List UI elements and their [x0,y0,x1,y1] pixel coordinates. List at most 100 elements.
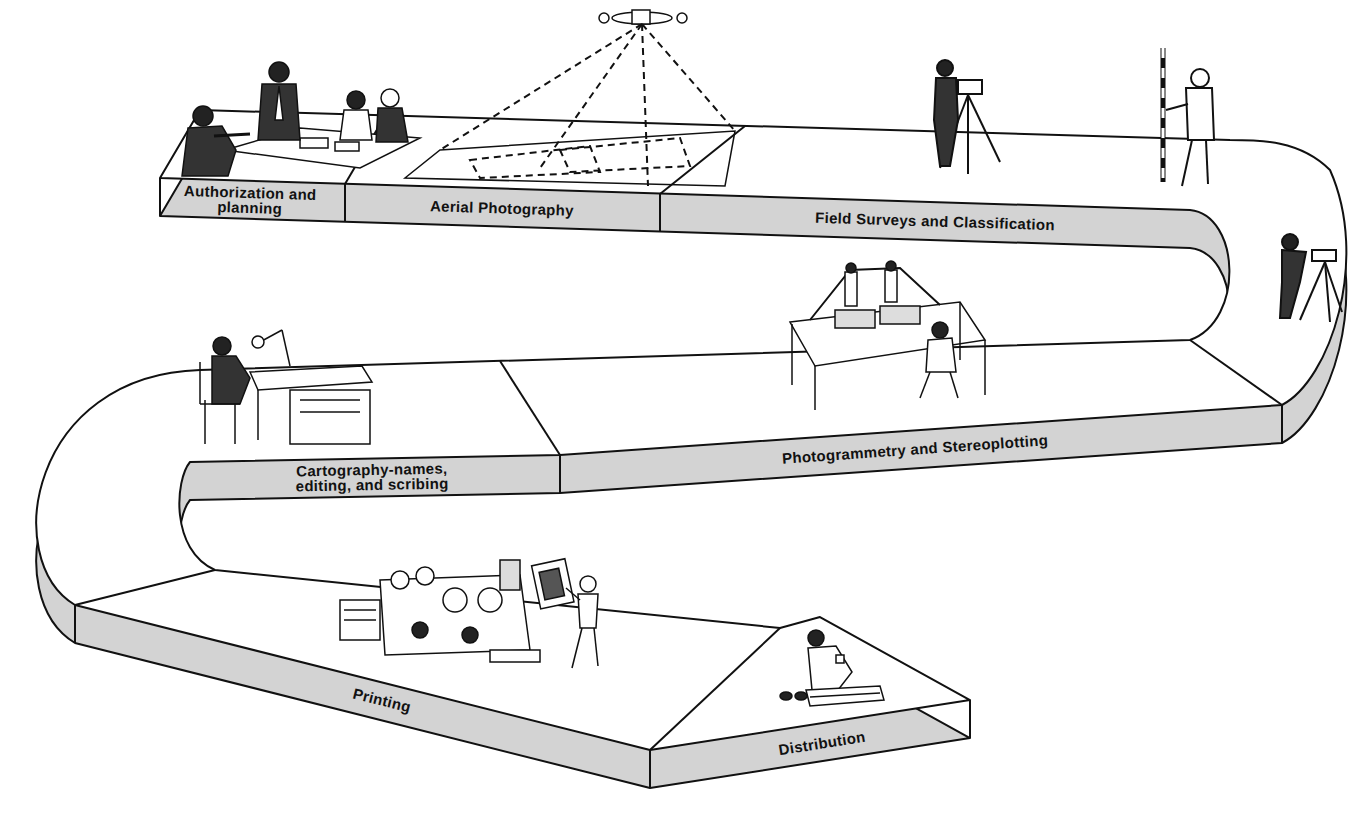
field-surveyors-part [967,95,969,174]
field-surveyors-part [968,95,1000,162]
stereoplotter-part [926,338,956,372]
segment-label: Authorization and planning [170,182,331,217]
cartographer-desk-part [252,336,264,348]
segment-label: Cartography-names, editing, and scribing [272,460,473,494]
survey-airplane-part-part [642,24,735,131]
field-surveyors-part [1186,88,1214,140]
ribbon-top-surface-part [36,110,1346,750]
printing-press-part [566,588,580,600]
survey-airplane-part-part [470,146,600,178]
survey-airplane-part [632,10,650,24]
segment-dividers-part [500,361,560,455]
cartographer-desk-part [300,399,360,401]
distribution-worker-part [780,692,792,700]
stereoplotter-part [984,340,986,395]
printing-press-part [478,588,502,612]
field-surveyors-part [1182,140,1192,186]
printing-press-part-part [539,568,564,600]
segment-dividers-part [660,126,745,194]
printing-press-part [594,628,598,666]
field-surveyors-part [1206,140,1208,184]
segment-dividers-part [1190,340,1282,405]
stereoplotter-part [846,263,856,273]
planning-meeting-part [381,89,399,107]
survey-airplane-part [440,24,735,186]
printing-press-part [412,622,428,638]
distribution-worker-part [808,630,824,646]
printing-press-part [443,588,467,612]
planning-meeting-part [258,84,300,140]
field-surveyors-part [1162,48,1165,182]
field-surveyors-part [1166,104,1188,110]
segment-dividers-part [74,605,76,643]
stereoplotter-part [790,302,985,366]
printing-press-part [462,627,478,643]
cartographer-desk-part [213,337,231,355]
field-surveyors-part [1300,262,1325,320]
field-surveyors-part [1325,262,1342,312]
stereoplotter-part [885,270,897,302]
segment-dividers-part [559,455,561,493]
distribution-worker-part [836,655,844,663]
planning-meeting-part [335,142,359,151]
planning-meeting [182,62,420,176]
survey-airplane-part [599,13,609,23]
cartographer-desk [200,330,372,444]
cartographer-desk-part [212,356,250,404]
segment-dividers-part [659,194,661,232]
ribbon-top-surface [36,110,1346,750]
planning-meeting-part [300,138,328,148]
distribution-worker [780,630,884,706]
planning-meeting-part [275,86,283,120]
planning-meeting-part [340,110,372,140]
stereoplotter-part [845,272,857,306]
segment-dividers-part [344,184,346,222]
distribution-worker-part [795,692,807,700]
printing-press-part [580,576,596,592]
stereoplotter-part [791,324,793,385]
field-surveyors-part [1282,234,1298,250]
field-surveyors-part [1280,250,1306,318]
cartographer-desk-part [282,330,290,366]
planning-meeting-part [182,126,236,176]
distribution-worker-part [808,646,852,690]
survey-airplane-part-part [642,24,648,186]
segment-dividers-part [1281,405,1283,443]
stereoplotter-part [880,306,920,324]
printing-press-part [490,650,540,662]
planning-meeting-part [193,106,213,126]
printing-press-part [344,619,376,621]
cartographer-desk-part [200,403,240,405]
stereoplotter-part [932,322,948,338]
printing-press-part [500,560,520,590]
printing-press-part [532,559,574,609]
field-surveyors-part [1161,48,1166,182]
cartographer-desk-part [250,366,372,390]
stereoplotter-part [920,372,930,398]
planning-meeting-part [214,134,250,136]
segment-dividers-part [75,570,215,605]
printing-press-part [344,609,376,611]
road-segment-band: Authorization and planning [170,182,331,217]
field-surveyors-part [1191,69,1209,87]
segment-dividers [75,116,1282,788]
segment-dividers-part [159,178,161,216]
stereoplotter [790,261,985,410]
printing-press-part [578,594,598,628]
cartographer-desk-part [257,390,259,440]
survey-airplane-part [405,131,735,186]
field-surveyors [934,48,1342,322]
stereoplotter-part [950,372,958,398]
segment-dividers-part [650,628,780,750]
printing-press [340,559,598,668]
survey-airplane-part [677,13,687,23]
stereoplotter-part [835,310,875,328]
stereoplotter-part [886,261,896,271]
cartographer-desk-part [290,390,370,444]
field-surveyors-part [1312,250,1336,261]
cartographer-desk-part [199,362,201,404]
survey-airplane [405,10,735,186]
distribution-worker-part [810,693,880,697]
